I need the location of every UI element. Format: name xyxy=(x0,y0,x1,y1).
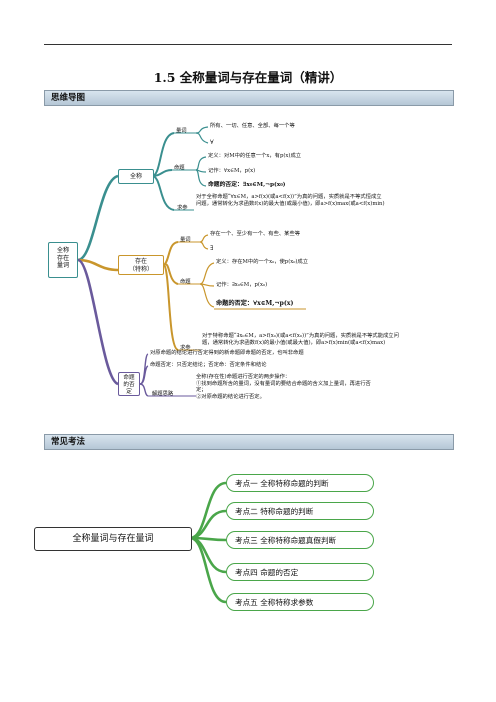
universal-param-label: 求参 xyxy=(177,205,188,211)
universal-definition: 定义：对M中的任意一个x，有p(x)成立 xyxy=(208,153,302,159)
existential-negation: 命题的否定：∀x∈M,¬p(x) xyxy=(216,300,294,307)
universal-param-text: 对于全称命题“∀x∈M，a>f(x)(或a<f(x))”为真的问题，实质就是不等… xyxy=(196,194,385,207)
universal-negation: 命题的否定：∃x₀∈M,¬p(x₀) xyxy=(208,182,286,188)
universal-notation: 记作：∀x∈M，p(x) xyxy=(208,168,256,174)
test-point-3: 考点三 全称特称命题真假判断 xyxy=(226,531,374,549)
test-point-2: 考点二 特称命题的判断 xyxy=(226,502,374,520)
universal-quantifier-words: 所有、一切、任意、全部、每一个等 xyxy=(210,123,295,129)
negation-thinking-label: 解题思路 xyxy=(152,391,174,397)
existential-notation: 记作：∃x₀∈M，p(x₀) xyxy=(216,282,268,288)
section-label: 思维导图 xyxy=(51,93,86,103)
header-rule xyxy=(44,44,452,45)
test-point-5: 考点五 全称特称求参数 xyxy=(226,593,374,611)
existential-node: 存在 （特称） xyxy=(118,255,164,275)
existential-quantifier-words: 存在一个、至少有一个、有些、某些等 xyxy=(210,231,301,237)
common-methods-map: 全称量词与存在量词 考点一 全称特称命题的判断 考点二 特称命题的判断 考点三 … xyxy=(0,468,496,628)
common-methods-center: 全称量词与存在量词 xyxy=(34,527,192,551)
test-point-4: 考点四 命题的否定 xyxy=(226,563,374,581)
negation-definition: 对原命题的结论进行否定得到的新命题即命题的否定，也叫非命题 xyxy=(150,350,304,356)
existential-param-label: 求参 xyxy=(180,345,191,351)
negation-node: 命题 的否 定 xyxy=(118,372,140,396)
mind-map-connectors xyxy=(77,126,306,397)
forall-symbol: ∀ xyxy=(210,139,214,146)
common-methods-connectors xyxy=(189,481,227,604)
test-point-1: 考点一 全称特称命题的判断 xyxy=(226,474,374,492)
section-bar-mindmap: 思维导图 xyxy=(44,90,454,106)
mind-map: 全称 存在 量词 全称 量词 所有、一切、任意、全部、每一个等 ∀ 命题 定义：… xyxy=(44,110,452,428)
root-node: 全称 存在 量词 xyxy=(48,242,78,278)
universal-quantifier-label: 量词 xyxy=(176,128,187,134)
section-label: 常见考法 xyxy=(51,437,86,447)
existential-param-text: 对于特称命题“∃x₀∈M，a>f(x₀)(或a<f(x₀))”为真的问题，实质就… xyxy=(202,333,399,346)
doc-title: 1.5 全称量词与存在量词（精讲） xyxy=(153,70,343,85)
existential-quantifier-label: 量词 xyxy=(180,237,191,243)
existential-label: 存在 （特称） xyxy=(128,258,153,273)
existential-proposition-label: 命题 xyxy=(180,279,191,285)
negation-thinking-text: 全称(存在性)命题进行否定的两步操作： ①找到命题所含的量词，没有量词的要结合命… xyxy=(196,374,371,400)
root-label: 全称 存在 量词 xyxy=(56,247,70,269)
universal-proposition-label: 命题 xyxy=(174,165,185,171)
exists-symbol: ∃ xyxy=(210,245,214,252)
universal-node: 全称 xyxy=(118,169,154,184)
negation-rule: 命题否定：只否定结论；否定命：否定条件和结论 xyxy=(150,362,267,368)
section-bar-common: 常见考法 xyxy=(44,434,454,450)
negation-label: 命题 的否 定 xyxy=(123,375,135,395)
existential-definition: 定义：存在M中的一个x₀，使p(x₀)成立 xyxy=(216,259,309,265)
